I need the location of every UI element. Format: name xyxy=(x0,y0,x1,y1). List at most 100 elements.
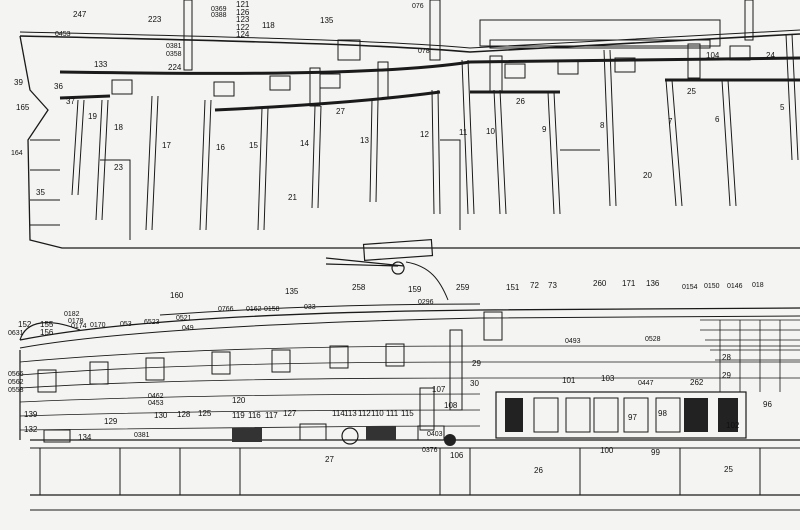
upper-label: 25 xyxy=(687,87,696,96)
lower-label: 033 xyxy=(304,304,316,311)
upper-label: 13 xyxy=(360,136,369,145)
upper-label: 10 xyxy=(486,127,495,136)
upper-label: 39 xyxy=(14,78,23,87)
upper-label: 124 xyxy=(236,30,250,39)
upper-label: 21 xyxy=(288,193,297,202)
upper-label: 5 xyxy=(780,103,785,112)
upper-profile-drawing xyxy=(19,0,800,249)
lower-label: 27 xyxy=(325,455,334,464)
lower-label: 96 xyxy=(763,400,772,409)
lower-label: 107 xyxy=(432,385,446,394)
lower-label: 0174 xyxy=(71,323,87,330)
ladder-3 xyxy=(489,55,503,93)
lower-label: 116 xyxy=(248,411,261,420)
lower-label: 132 xyxy=(24,425,38,434)
lower-label: 100 xyxy=(600,446,614,455)
lower-label: 72 xyxy=(530,281,539,290)
upper-label: 7 xyxy=(668,117,673,126)
lower-label: 30 xyxy=(470,379,479,388)
upper-label: 0381 xyxy=(166,43,182,50)
lower-ladder xyxy=(483,311,503,341)
lower-label: 0521 xyxy=(176,315,192,322)
beam-mid xyxy=(214,90,441,112)
lower-label: 103 xyxy=(601,374,615,383)
lower-label: 136 xyxy=(646,279,660,288)
lower-label: 0562 xyxy=(8,379,24,386)
lower-label: 0403 xyxy=(427,431,443,438)
lower-label: 0453 xyxy=(148,400,164,407)
lower-label: 28 xyxy=(722,353,731,362)
lower-label: 29 xyxy=(472,359,481,368)
lower-label: 26 xyxy=(534,466,543,475)
lower-label: 018 xyxy=(752,282,764,289)
lower-label: 152 xyxy=(18,320,32,329)
lower-sheer-line xyxy=(19,307,800,341)
lower-label: 0566 xyxy=(8,371,24,378)
mizzen-mast xyxy=(744,0,754,41)
upper-label: 122 xyxy=(236,23,250,32)
lower-label: 0528 xyxy=(645,336,661,343)
lower-label: 108 xyxy=(444,401,458,410)
upper-label: 16 xyxy=(216,143,225,152)
lower-label: 99 xyxy=(651,448,660,457)
upper-label: 0369 xyxy=(211,6,227,13)
upper-label: 35 xyxy=(36,188,45,197)
lower-label: 0178 xyxy=(68,318,84,325)
lower-label: 260 xyxy=(593,279,607,288)
lower-label: 130 xyxy=(154,411,168,420)
upper-label: 14 xyxy=(300,139,309,148)
lower-label: 171 xyxy=(622,279,636,288)
lower-label: 112 xyxy=(358,409,371,418)
upper-deck-line xyxy=(19,33,800,53)
upper-label: 11 xyxy=(459,128,468,137)
lower-label: 049 xyxy=(182,325,194,332)
upper-label: 121 xyxy=(236,0,250,9)
capstan xyxy=(337,39,361,61)
lower-label: 119 xyxy=(232,411,245,420)
lower-planking xyxy=(19,345,800,431)
lower-label: 155 xyxy=(40,320,54,329)
upper-pillars xyxy=(71,33,799,231)
lower-profile-drawing xyxy=(19,303,800,511)
upper-label: 12 xyxy=(420,130,429,139)
companion-box xyxy=(419,387,435,431)
lower-label: 117 xyxy=(265,411,278,420)
lower-label: 113 xyxy=(344,409,357,418)
gangway-line xyxy=(159,303,481,316)
upper-label: 135 xyxy=(320,16,334,25)
lower-label: 97 xyxy=(628,413,637,422)
lower-label: 110 xyxy=(371,409,384,418)
upper-label: 0388 xyxy=(211,12,227,19)
lower-frames xyxy=(39,448,761,495)
lower-label: 101 xyxy=(562,376,576,385)
upper-label: 17 xyxy=(162,141,171,150)
bow-frames xyxy=(30,139,60,226)
lower-bow xyxy=(19,322,81,440)
bow-panel xyxy=(43,429,71,443)
lower-label: 98 xyxy=(658,409,667,418)
lower-label: 259 xyxy=(456,283,470,292)
lower-label: 0766 xyxy=(218,306,234,313)
upper-label: 224 xyxy=(168,63,182,72)
lower-label: 0296 xyxy=(418,299,434,306)
upper-label: 20 xyxy=(643,171,652,180)
upper-label: 123 xyxy=(236,15,250,24)
lower-label: 115 xyxy=(401,409,414,418)
lower-label: 111 xyxy=(386,409,399,418)
upper-label: 223 xyxy=(148,15,162,24)
detail-part xyxy=(325,239,449,301)
upper-label: 118 xyxy=(262,21,275,30)
upper-label: 133 xyxy=(94,60,108,69)
lower-label: 129 xyxy=(104,417,118,426)
upper-label: 0358 xyxy=(166,51,182,58)
lower-label: 73 xyxy=(548,281,557,290)
lower-label: 156 xyxy=(40,328,54,337)
upper-label: 165 xyxy=(16,103,30,112)
lower-label: 159 xyxy=(408,285,422,294)
upper-bulkheads xyxy=(100,139,600,240)
lower-label: 0381 xyxy=(134,432,150,439)
upper-label: 37 xyxy=(66,97,75,106)
lower-label: 134 xyxy=(78,433,92,442)
lower-label: 0146 xyxy=(727,283,743,290)
